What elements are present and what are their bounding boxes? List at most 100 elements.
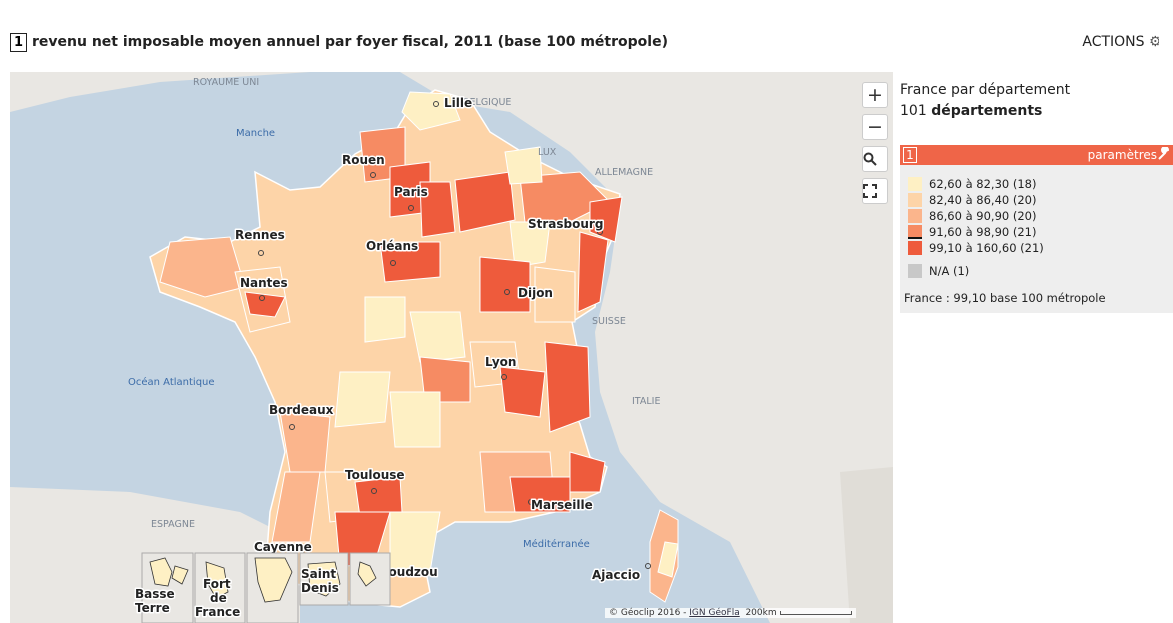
area-count: 101 départements <box>900 103 1173 119</box>
legend-swatch <box>908 177 922 191</box>
legend-header[interactable]: 1 paramètres <box>900 145 1173 165</box>
city-label-strasbourg: Strasbourg <box>528 217 603 231</box>
city-label-toulouse: Toulouse <box>345 468 405 482</box>
department[interactable] <box>419 181 456 238</box>
departments[interactable] <box>159 91 623 573</box>
scale-label: 200km <box>745 608 777 618</box>
department[interactable] <box>499 366 546 418</box>
department[interactable] <box>509 221 551 268</box>
department[interactable] <box>577 231 609 313</box>
overseas-label: Basse <box>135 587 175 601</box>
city-label-paris: Paris <box>394 185 428 199</box>
legend-label: 86,60 à 90,90 (20) <box>929 209 1037 223</box>
legend-label: 82,40 à 86,40 (20) <box>929 193 1037 207</box>
land-italy-south <box>840 467 893 623</box>
department[interactable] <box>509 476 571 513</box>
legend: 62,60 à 82,30 (18) 82,40 à 86,40 (20) 86… <box>900 165 1173 313</box>
city-label-lille: Lille <box>444 96 472 110</box>
inset-mayotte[interactable] <box>349 552 391 606</box>
sea-label: Méditérranée <box>523 538 590 550</box>
legend-swatch <box>908 241 922 255</box>
country-label: ROYAUME UNI <box>193 77 259 88</box>
overseas-label: Denis <box>301 581 339 595</box>
city-label-rouen: Rouen <box>342 153 385 167</box>
city-label-dijon: Dijon <box>518 286 553 300</box>
department[interactable] <box>334 371 391 428</box>
indicator-number[interactable]: 1 <box>10 33 27 52</box>
indicator-title: revenu net imposable moyen annuel par fo… <box>32 34 668 50</box>
department[interactable] <box>389 511 441 573</box>
zoom-in-button[interactable]: + <box>862 82 888 108</box>
legend-swatch <box>908 209 922 223</box>
actions-menu[interactable]: ACTIONS ⚙ <box>1082 33 1159 52</box>
overseas-label: Saint <box>301 567 336 581</box>
country-label: LUX <box>538 147 557 158</box>
department[interactable] <box>454 171 516 233</box>
department[interactable] <box>354 476 403 518</box>
department[interactable] <box>159 236 246 298</box>
legend-label: N/A (1) <box>929 264 970 278</box>
department[interactable] <box>479 256 531 313</box>
country-label: SUISSE <box>592 316 626 327</box>
department[interactable] <box>534 266 576 323</box>
actions-label[interactable]: ACTIONS <box>1082 34 1145 50</box>
department[interactable] <box>244 291 286 318</box>
overseas-label: Terre <box>135 601 170 615</box>
header: 1 revenu net imposable moyen annuel par … <box>0 0 1173 72</box>
area-title: France par département <box>900 82 1071 98</box>
attribution-link[interactable]: IGN GéoFla <box>689 608 740 618</box>
fullscreen-button[interactable] <box>862 178 888 204</box>
scale-bar <box>779 610 852 615</box>
country-label: BELGIQUE <box>463 97 511 108</box>
legend-number: 1 <box>903 147 917 163</box>
choropleth-map[interactable]: ROYAUME UNI BELGIQUE LUX ALLEMAGNE SUISS… <box>10 72 893 623</box>
map-attribution: © Géoclip 2016 - IGN GéoFla 200km <box>605 608 856 618</box>
legend-settings-label[interactable]: paramètres <box>1087 148 1157 162</box>
department[interactable] <box>544 341 591 433</box>
city-label-bordeaux: Bordeaux <box>269 403 334 417</box>
department[interactable] <box>504 146 543 185</box>
legend-label: 99,10 à 160,60 (21) <box>929 241 1044 255</box>
land-uk <box>10 72 310 112</box>
search-icon <box>863 152 877 166</box>
legend-swatch <box>908 193 922 207</box>
department[interactable] <box>409 311 466 363</box>
city-label-lyon: Lyon <box>485 355 516 369</box>
land-east <box>400 72 893 623</box>
fullscreen-icon <box>863 184 877 198</box>
count-unit: départements <box>931 103 1043 119</box>
city-label-nantes: Nantes <box>240 276 288 290</box>
department[interactable] <box>379 241 441 283</box>
overseas-insets[interactable] <box>141 552 391 623</box>
country-label: ITALIE <box>632 396 660 407</box>
overseas-label: Fort <box>203 577 231 591</box>
search-button[interactable] <box>862 146 888 172</box>
wrench-icon[interactable] <box>1157 147 1170 161</box>
department[interactable] <box>401 91 461 131</box>
overseas-label: de <box>210 591 227 605</box>
legend-swatch <box>908 225 922 239</box>
city-label-marseille: Marseille <box>531 498 593 512</box>
city-label-ajaccio: Ajaccio <box>592 568 640 582</box>
department[interactable] <box>657 541 679 578</box>
sea-label: Manche <box>236 128 275 139</box>
department[interactable] <box>389 391 441 448</box>
country-label: ALLEMAGNE <box>595 167 653 178</box>
department[interactable] <box>364 296 406 343</box>
legend-note: France : 99,10 base 100 métropole <box>904 291 1106 305</box>
side-panel: France par département 101 départements … <box>900 72 1173 313</box>
overseas-label: France <box>195 605 240 619</box>
city-label-orleans: Orléans <box>366 239 418 253</box>
gear-icon[interactable]: ⚙ <box>1149 34 1159 50</box>
department[interactable] <box>569 451 606 493</box>
legend-label: 62,60 à 82,30 (18) <box>929 177 1037 191</box>
department[interactable] <box>271 471 321 543</box>
map-view[interactable]: ROYAUME UNI BELGIQUE LUX ALLEMAGNE SUISS… <box>10 72 893 623</box>
count-number: 101 <box>900 103 927 119</box>
country-label: ESPAGNE <box>151 519 195 530</box>
legend-swatch <box>908 264 922 278</box>
sea-label: Océan Atlantique <box>128 376 215 388</box>
attribution-text: © Géoclip 2016 - <box>609 608 690 618</box>
department[interactable] <box>419 356 471 403</box>
zoom-out-button[interactable]: − <box>862 114 888 140</box>
